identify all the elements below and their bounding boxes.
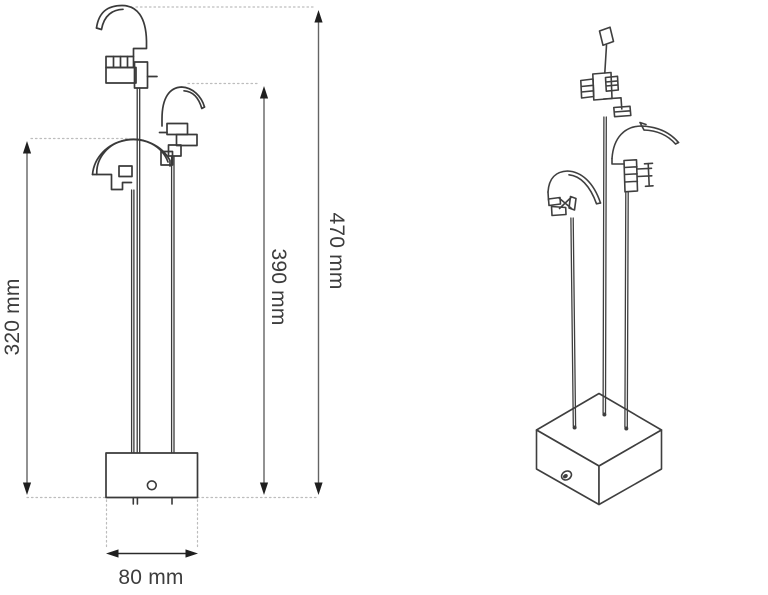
iso-right-tab	[604, 75, 620, 92]
dimension-label-470: 470 mm	[325, 212, 348, 290]
iso-hood-left-band	[568, 174, 602, 205]
iso-hood-right-shelf	[611, 157, 625, 165]
dimension-80	[106, 549, 198, 558]
iso-rod-right	[624, 191, 629, 428]
iso-hood-left	[547, 170, 602, 217]
hook-tall-arc	[95, 4, 148, 58]
iso-top-tab	[598, 26, 615, 47]
front-base	[105, 452, 199, 505]
base-outline	[105, 452, 199, 499]
dimension-470	[314, 10, 323, 495]
iso-hood-left-arc	[547, 170, 602, 204]
iso-base-box	[535, 392, 663, 506]
dimension-320	[22, 141, 32, 495]
arrowhead-down-icon	[259, 482, 269, 495]
arrowhead-down-icon	[314, 482, 323, 495]
dimension-label-80: 80 mm	[118, 566, 184, 589]
front-rods	[130, 87, 175, 454]
rod-mid	[170, 155, 175, 454]
dome-clamp	[118, 165, 133, 178]
dotted-guides	[26, 6, 319, 548]
dimension-390	[259, 86, 269, 495]
dome-base	[91, 173, 133, 191]
rod-short	[130, 189, 135, 454]
hook-tall	[95, 4, 158, 89]
isometric-view	[535, 26, 680, 506]
rod-stubs	[132, 496, 173, 505]
arrowhead-right-icon	[185, 549, 198, 558]
rod-tall	[136, 87, 141, 454]
dimension-label-390: 390 mm	[267, 248, 290, 326]
iso-hood-right-arc	[611, 125, 680, 160]
iso-center-hardware	[580, 26, 632, 118]
iso-left-tab	[580, 78, 595, 99]
iso-rod-center-foot	[602, 412, 607, 417]
iso-hood-right-cross	[636, 162, 654, 188]
hook-mid-band	[183, 89, 206, 110]
iso-rods	[570, 116, 629, 431]
hook-mid-arc	[161, 86, 206, 127]
dome-hood	[91, 138, 174, 191]
iso-rod-left-foot	[572, 425, 577, 430]
dome-side-block	[160, 150, 174, 166]
iso-rod-center	[602, 116, 607, 414]
base-hole	[146, 480, 158, 491]
hook-tall-band	[95, 8, 124, 31]
dimension-label-320: 320 mm	[1, 278, 24, 356]
iso-base-hole-shade	[562, 474, 568, 479]
iso-lower-arm	[602, 97, 632, 118]
iso-hood-right	[611, 121, 680, 193]
iso-hood-right-band	[639, 121, 680, 145]
iso-rod-left	[570, 217, 577, 427]
arrowhead-up-icon	[22, 141, 32, 154]
iso-hood-left-bracket	[547, 196, 567, 217]
iso-hood-right-bracket	[623, 159, 639, 193]
hook-mid-bracket	[158, 122, 198, 157]
iso-base-hole	[560, 470, 573, 481]
iso-box-right-face	[598, 429, 663, 506]
front-view	[22, 4, 323, 558]
arrowhead-left-icon	[106, 549, 119, 558]
iso-hood-left-clamp	[558, 195, 577, 211]
arrowhead-up-icon	[314, 10, 323, 23]
hook-tall-bracket	[105, 55, 158, 89]
arrowhead-down-icon	[22, 482, 32, 495]
iso-tab-link	[603, 44, 608, 74]
iso-rod-right-foot	[624, 426, 629, 431]
hook-mid	[158, 86, 206, 157]
arrowhead-up-icon	[259, 86, 269, 99]
